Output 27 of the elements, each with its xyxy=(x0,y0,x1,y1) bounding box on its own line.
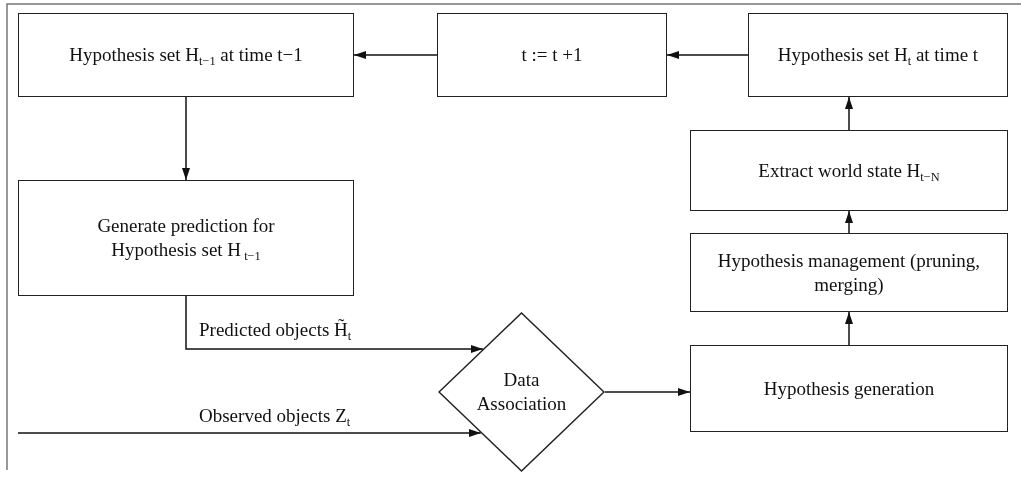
node-text: Hypothesis set H$_{t}$ at time t xyxy=(777,43,979,67)
decision-diamond xyxy=(438,312,605,472)
node-text: Hypothesis management (pruning, merging) xyxy=(716,248,982,297)
process-box xyxy=(18,180,354,296)
node-text: Hypothesis set H$_{t−1}$ at time t−1 xyxy=(69,43,303,67)
arrow xyxy=(17,429,482,437)
arrow xyxy=(604,388,691,396)
arrow xyxy=(185,295,484,353)
process-box xyxy=(690,130,1008,211)
arrow xyxy=(353,51,438,59)
process-box xyxy=(690,345,1008,432)
arrow xyxy=(182,96,190,181)
arrow xyxy=(845,311,853,346)
node-text: Data Association xyxy=(475,368,568,416)
node-text: t := t +1 xyxy=(521,43,583,67)
arrow xyxy=(845,96,853,131)
edge-label: Observed objects Z$_{t}$ xyxy=(197,406,353,427)
node-text: Hypothesis generation xyxy=(763,376,935,401)
process-box xyxy=(437,13,667,97)
arrow xyxy=(666,51,749,59)
node-text: Extract world state H$_{t−N}$ xyxy=(758,158,940,183)
edge-label: Predicted objects H̃$_{t}$ xyxy=(197,320,354,341)
process-box xyxy=(748,13,1008,97)
process-box xyxy=(18,13,354,97)
node-text: Generate prediction for Hypothesis set H $_{t−1}$ xyxy=(96,214,276,262)
arrow xyxy=(845,210,853,234)
process-box xyxy=(690,233,1008,312)
